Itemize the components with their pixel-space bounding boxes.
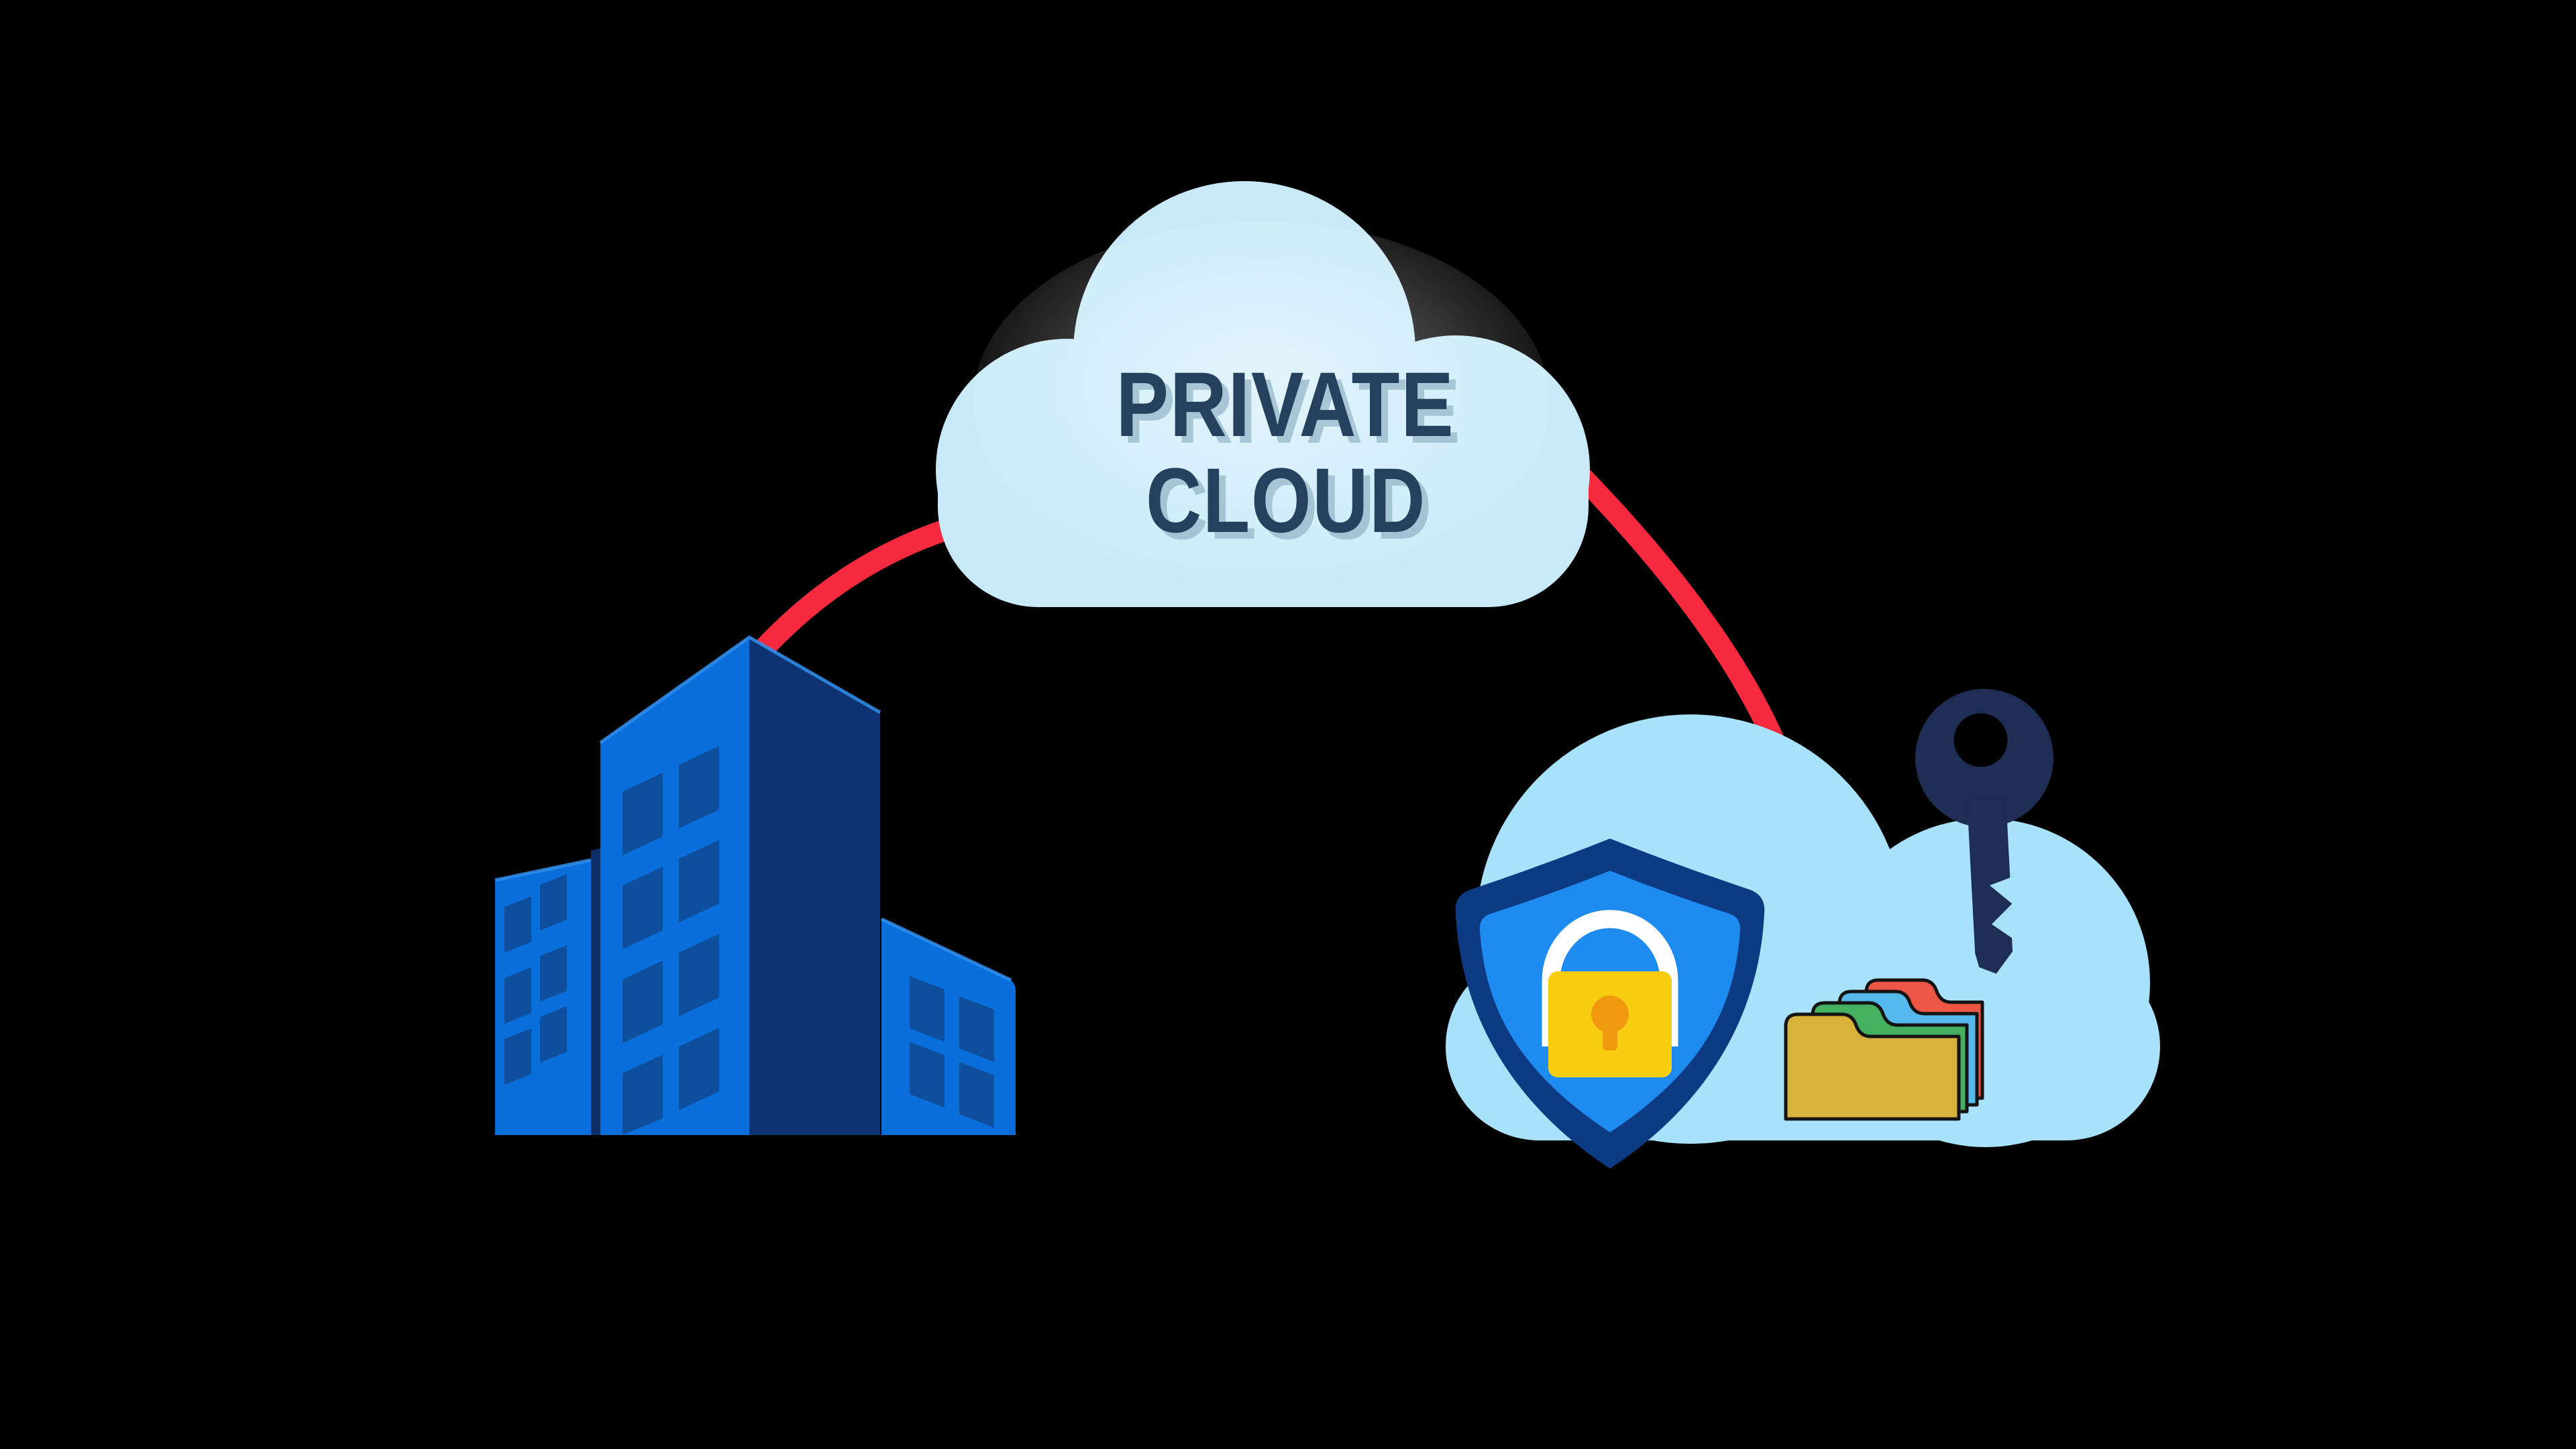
shield-lock-icon	[1455, 839, 1765, 1169]
building-gap-strip	[591, 848, 601, 1135]
building-roofline-highlight	[494, 635, 1012, 982]
folder-yellow	[1784, 1012, 1961, 1121]
office-building-icon	[494, 635, 1016, 1135]
cloud-gloss-highlight	[973, 221, 1550, 584]
building-left-wing-windows	[504, 874, 567, 1085]
folders-icon	[1784, 978, 1984, 1121]
building-right-wing-windows	[910, 976, 994, 1128]
private-cloud-label-line2: CLOUD	[1146, 449, 1426, 552]
private-cloud-label-line1-shadow: PRIVATE	[1123, 360, 1462, 463]
key-head-hole	[1953, 713, 2008, 767]
secure-cloud-node	[1446, 689, 2160, 1169]
building-tower-side-face	[749, 637, 880, 1135]
key-stem	[1967, 797, 2013, 974]
private-cloud-node: PRIVATE CLOUD PRIVATE CLOUD	[936, 181, 1590, 607]
key-icon	[1915, 689, 2053, 974]
private-cloud-label-line1: PRIVATE	[1116, 354, 1455, 456]
padlock-shackle	[1542, 910, 1678, 1046]
padlock-keyhole-stem	[1603, 1014, 1617, 1051]
private-cloud-label-line2-shadow: CLOUD	[1152, 456, 1433, 559]
building-tower-windows	[623, 746, 719, 1135]
